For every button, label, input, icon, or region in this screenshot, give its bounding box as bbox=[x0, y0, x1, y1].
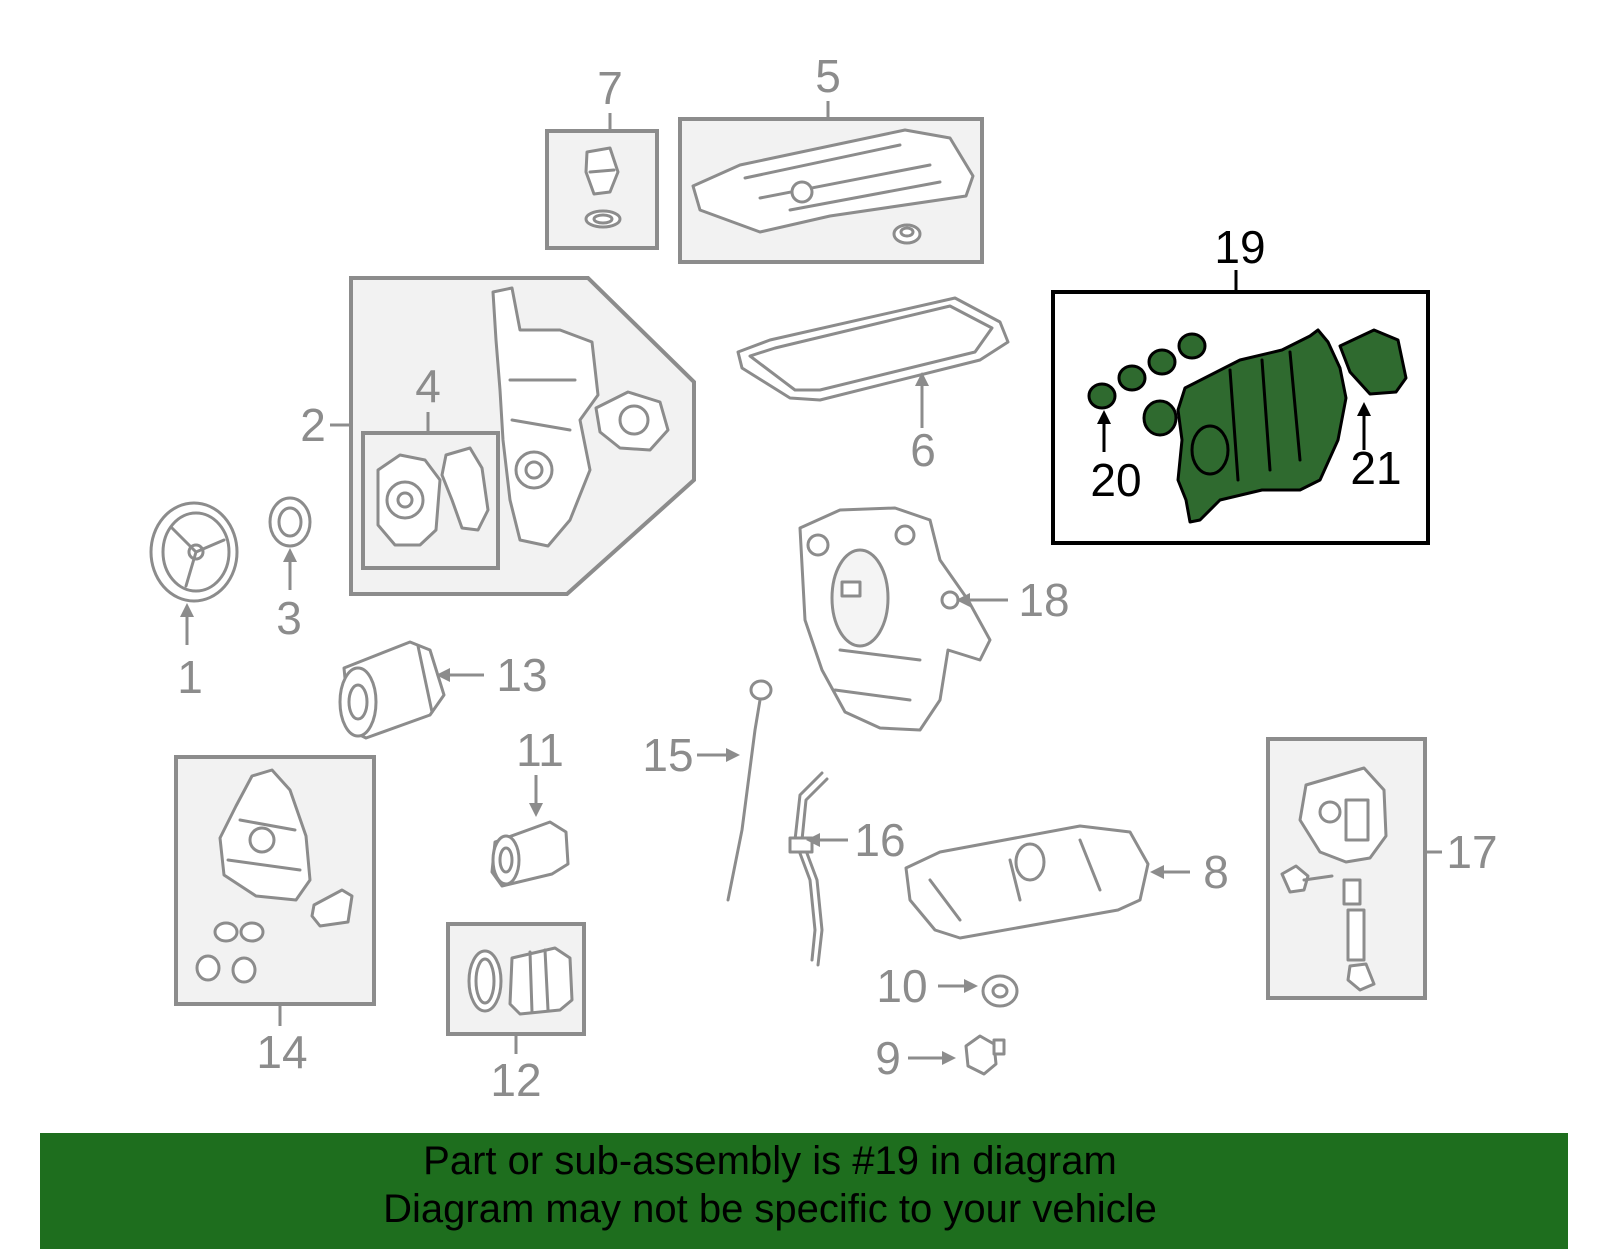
callout-7: 7 bbox=[597, 62, 623, 114]
callout-12: 12 bbox=[490, 1054, 541, 1106]
footer-banner: Part or sub-assembly is #19 in diagram D… bbox=[40, 1133, 1568, 1249]
callout-14: 14 bbox=[256, 1026, 307, 1078]
callout-2: 2 bbox=[300, 399, 326, 451]
intake-manifold-part[interactable] bbox=[1087, 328, 1408, 524]
footer-line-disclaimer: Diagram may not be specific to your vehi… bbox=[383, 1187, 1157, 1231]
oil-pan-gasket-part[interactable] bbox=[736, 296, 1010, 402]
oil-filter-part[interactable] bbox=[338, 640, 446, 740]
oil-pan-part[interactable] bbox=[904, 824, 1150, 940]
callout-16: 16 bbox=[854, 814, 905, 866]
callout-21: 21 bbox=[1350, 442, 1401, 494]
callout-13: 13 bbox=[496, 649, 547, 701]
callout-1: 1 bbox=[177, 651, 203, 703]
callout-8: 8 bbox=[1203, 846, 1229, 898]
valve-cover-part[interactable] bbox=[691, 128, 975, 245]
crank-pulley-part[interactable] bbox=[149, 501, 239, 603]
filter-cap-part[interactable] bbox=[490, 820, 570, 888]
crank-seal-part[interactable] bbox=[268, 496, 312, 548]
control-valve-kit-part[interactable] bbox=[1280, 766, 1388, 992]
oil-filler-cap-part[interactable] bbox=[584, 146, 622, 229]
callout-4: 4 bbox=[415, 360, 441, 412]
drain-washer-part[interactable] bbox=[981, 974, 1019, 1008]
filter-element-part[interactable] bbox=[467, 946, 574, 1016]
callout-6: 6 bbox=[910, 424, 936, 476]
oil-pump-kit-part[interactable] bbox=[195, 768, 354, 984]
callout-9: 9 bbox=[875, 1032, 901, 1084]
callout-15: 15 bbox=[642, 729, 693, 781]
balancer-assembly-part[interactable] bbox=[798, 506, 992, 732]
water-pump-part[interactable] bbox=[376, 446, 490, 547]
callout-3: 3 bbox=[276, 592, 302, 644]
callout-17: 17 bbox=[1446, 826, 1497, 878]
timing-cover-part[interactable] bbox=[491, 286, 670, 548]
callout-20: 20 bbox=[1090, 454, 1141, 506]
dipstick-tube-part[interactable] bbox=[788, 771, 829, 967]
callout-11: 11 bbox=[516, 724, 564, 776]
dipstick-part[interactable] bbox=[726, 679, 773, 902]
callout-19: 19 bbox=[1214, 221, 1265, 273]
callout-18: 18 bbox=[1018, 574, 1069, 626]
drain-plug-part[interactable] bbox=[964, 1034, 1006, 1076]
footer-line-part-number: Part or sub-assembly is #19 in diagram bbox=[423, 1139, 1117, 1183]
callout-5: 5 bbox=[815, 50, 841, 102]
callout-10: 10 bbox=[876, 960, 927, 1012]
